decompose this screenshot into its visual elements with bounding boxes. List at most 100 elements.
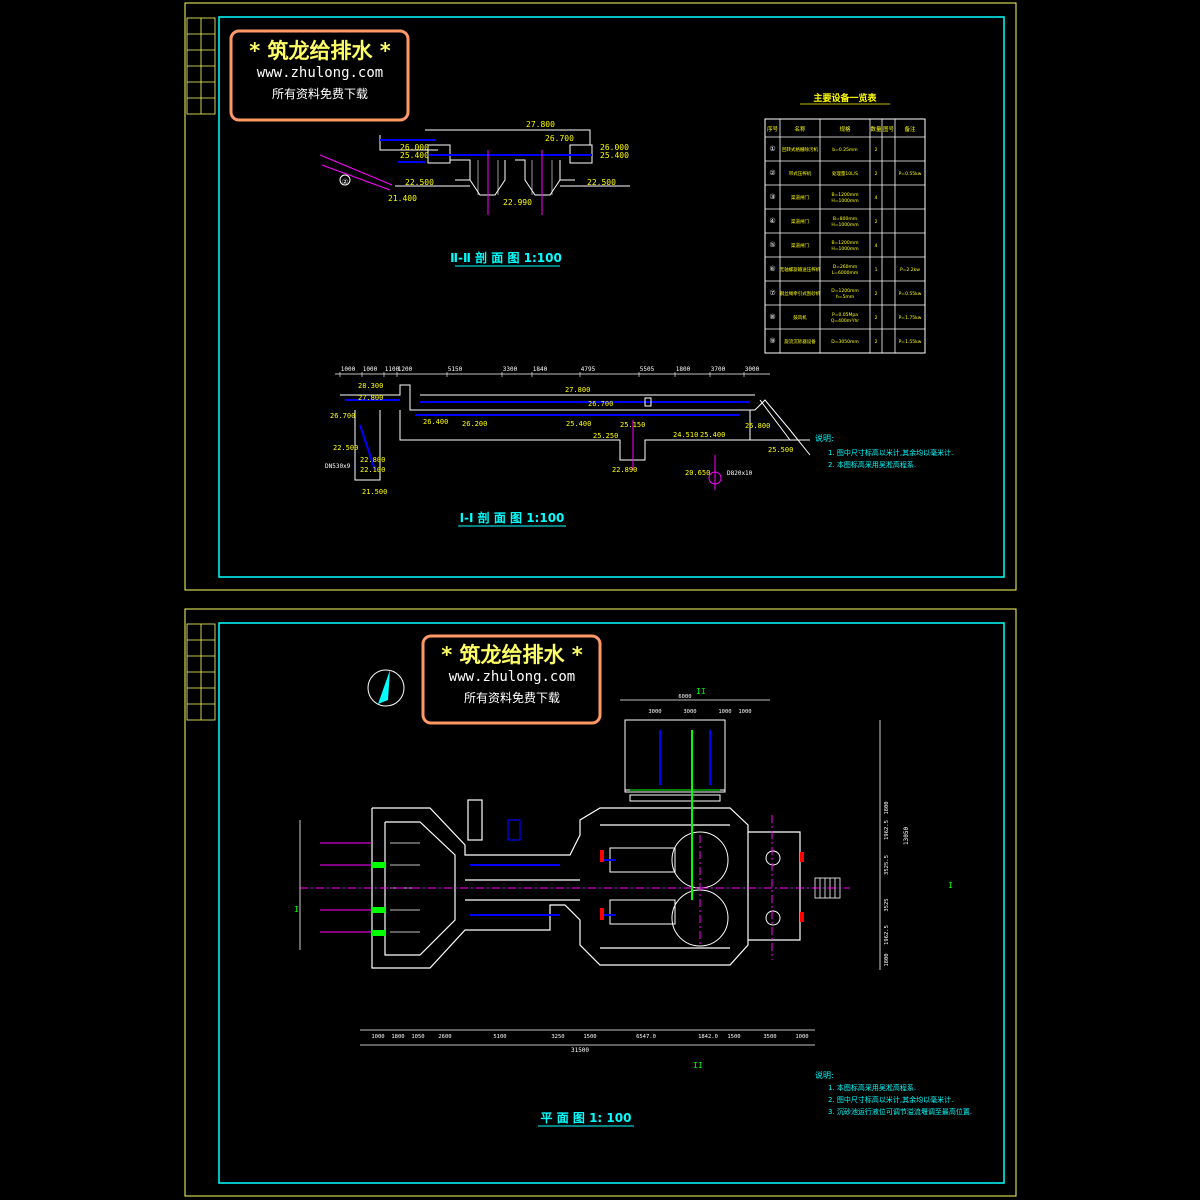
equipment-cell-5-3: 1 [875, 267, 878, 273]
equipment-cell-6-2: D=1200mm [831, 288, 858, 294]
equipment-cell-3-3: 2 [875, 219, 878, 225]
plan-right-dim-1: 1962.5 [884, 925, 890, 945]
equipment-cell-4-1: 渠道闸门 [791, 242, 809, 249]
s2-elev-2: 26.000 [400, 143, 429, 152]
section-2-title: Ⅱ-Ⅱ 剖 面 图 1:100 [450, 250, 562, 265]
equipment-header-2: 规格 [839, 125, 851, 133]
sheet-1: * 筑龙给排水 * www.zhulong.com 所有资料免费下载 [184, 2, 1017, 591]
s1-elev-14: 22.800 [360, 456, 385, 464]
equipment-table-title: 主要设备一览表 [813, 92, 877, 104]
plan-bottom-dim-11: 1000 [795, 1034, 808, 1040]
marker-2-label: ② [342, 178, 348, 186]
equipment-cell-7-2: Q=400m³/hr [831, 318, 859, 324]
s1-elev-17: 22.890 [612, 466, 637, 474]
section-mark-4: II [693, 1061, 703, 1070]
s1-elev-11: 25.400 [700, 431, 725, 439]
plan-bottom-dim-7: 6547.0 [636, 1034, 656, 1040]
s1-dim-10: 3700 [711, 366, 726, 373]
s2-elev-6: 22.500 [405, 178, 434, 187]
sheet2-title-strip [186, 623, 216, 721]
plan-bottom-dim-4: 5100 [493, 1034, 506, 1040]
equipment-cell-1-5: P=0.55kw [899, 171, 922, 177]
watermark-2-sub: 所有资料免费下载 [464, 690, 560, 705]
equipment-header-3: 数量 [870, 125, 882, 133]
equipment-cell-0-0: ① [769, 145, 775, 153]
s1-elev-4: 26.200 [462, 420, 487, 428]
equipment-cell-2-0: ③ [769, 193, 775, 201]
plan-bottom-dim-5: 3250 [551, 1034, 564, 1040]
plan-top-dim-1: 3000 [648, 709, 661, 715]
plan-top-dim-4: 1000 [738, 709, 751, 715]
s1-dim-11: 3000 [745, 366, 760, 373]
plan-right-dim-4: 1962.5 [884, 820, 890, 840]
equipment-cell-0-1: 回转式格栅除污机 [782, 146, 818, 153]
sheet1-inner-frame [218, 16, 1005, 578]
s1-dim-6: 1840 [533, 366, 548, 373]
equipment-cell-4-2: H=1000mm [831, 246, 858, 252]
s1-dim-9: 1800 [676, 366, 691, 373]
equipment-cell-3-2: H=1000mm [831, 222, 858, 228]
equipment-cell-8-5: P=1.55kw [899, 339, 922, 345]
s2-elev-4: 26.000 [600, 143, 629, 152]
equipment-cell-6-3: 2 [875, 291, 878, 297]
equipment-cell-3-1: 渠道闸门 [791, 218, 809, 225]
s2-elev-5: 25.400 [600, 151, 629, 160]
pipe-label-2: D820x10 [727, 470, 753, 477]
s2-elev-7: 22.500 [587, 178, 616, 187]
s1-elev-19: 22.500 [333, 444, 358, 452]
plan-bottom-dim-0: 1000 [371, 1034, 384, 1040]
equipment-cell-1-2: 处理量10L/S [832, 170, 858, 177]
watermark-2-url: www.zhulong.com [449, 669, 575, 685]
equipment-cell-3-0: ④ [769, 217, 775, 225]
plan-top-dim-3: 1000 [718, 709, 731, 715]
plan-top-dim-2: 3000 [683, 709, 696, 715]
equipment-cell-2-2: H=1000mm [831, 198, 858, 204]
s1-dim-8: 5505 [640, 366, 655, 373]
s1-dim-0: 1000 [341, 366, 356, 373]
equipment-cell-8-1: 旋流沉砂器设备 [784, 338, 816, 345]
s1-elev-1: 27.800 [358, 394, 383, 402]
equipment-cell-7-0: ⑧ [769, 313, 775, 321]
plan-top-dim-0: 6000 [678, 694, 691, 700]
s1-elev-2: 26.700 [330, 412, 355, 420]
s1-elev-9: 25.250 [593, 432, 618, 440]
sheet-2: * 筑龙给排水 * www.zhulong.com 所有资料免费下载 [184, 608, 1017, 1197]
s2-elev-3: 25.400 [400, 151, 429, 160]
s1-elev-3: 26.400 [423, 418, 448, 426]
plan-bottom-dim-10: 3500 [763, 1034, 776, 1040]
s1-elev-15: 22.100 [360, 466, 385, 474]
section-mark-1: I [294, 905, 299, 914]
plan-total-dim: 31500 [571, 1047, 589, 1054]
watermark-1-url: www.zhulong.com [257, 65, 383, 81]
watermark-1-title: * 筑龙给排水 * [249, 39, 391, 63]
equipment-marker-2 [339, 174, 351, 186]
equipment-header-1: 名称 [794, 125, 806, 133]
section-1-title: I-I 剖 面 图 1:100 [460, 510, 565, 525]
sheet2-inner-frame [218, 622, 1005, 1184]
equipment-cell-8-0: ⑨ [769, 337, 775, 345]
equipment-cell-5-0: ⑥ [769, 265, 775, 273]
section-mark-2: I [948, 881, 953, 890]
sheet2-outer-frame [184, 608, 1017, 1197]
equipment-cell-7-5: P=1.75kw [899, 315, 922, 321]
s1-elev-0: 28.300 [358, 382, 383, 390]
plan-right-dim-2: 3525 [884, 898, 890, 911]
equipment-cell-4-0: ⑤ [769, 241, 775, 249]
equipment-cell-5-5: P=2.2kw [900, 267, 920, 273]
equipment-cell-6-1: 钢丝绳牵引式刮砂机 [780, 290, 821, 297]
equipment-cell-5-2: L=6000mm [832, 270, 859, 276]
sheet1-note-2: 2. 本图标高采用吴淞高程系. [828, 460, 916, 469]
equipment-cell-3-2: B=800mm [833, 216, 857, 222]
s1-elev-13: 25.500 [768, 446, 793, 454]
plan-bottom-dim-9: 1500 [727, 1034, 740, 1040]
plan-right-total: 13050 [903, 827, 910, 845]
equipment-cell-8-3: 2 [875, 339, 878, 345]
s1-dim-5: 3300 [503, 366, 518, 373]
equipment-cell-1-1: 带式压榨机 [789, 170, 812, 177]
equipment-cell-2-1: 渠道闸门 [791, 194, 809, 201]
equipment-cell-2-3: 4 [875, 195, 878, 201]
s1-dim-4: 5150 [448, 366, 463, 373]
section-mark-3: II [696, 687, 706, 696]
